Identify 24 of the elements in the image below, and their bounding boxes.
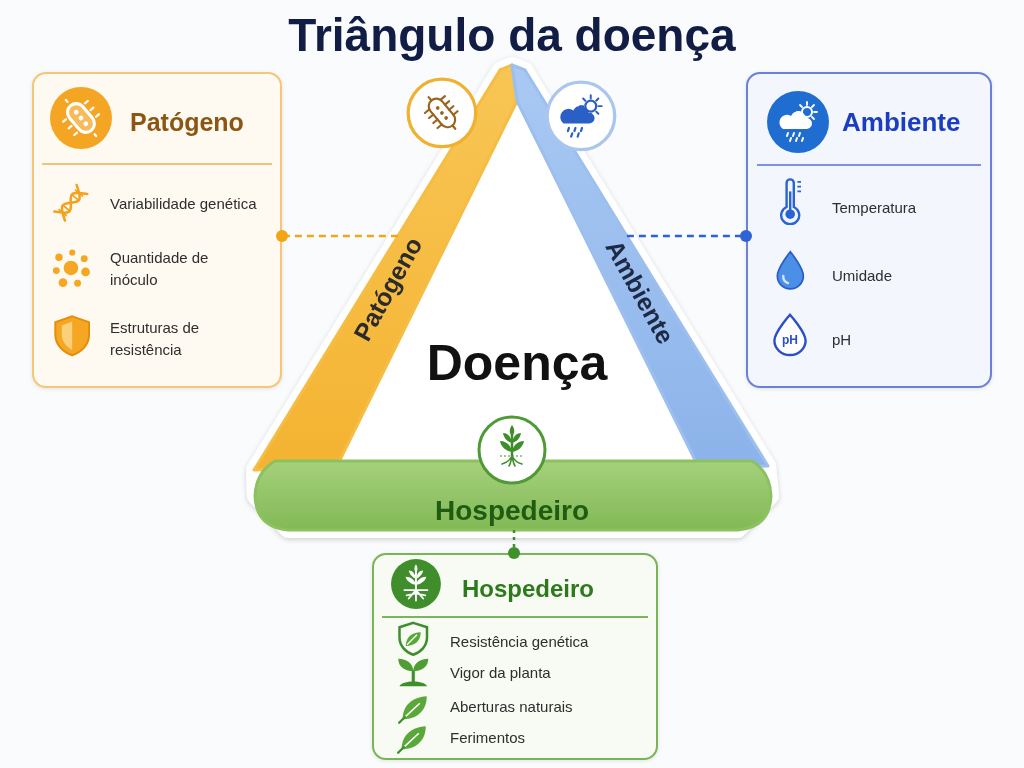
list-item-text: Umidade <box>832 266 893 286</box>
icon-label: pH <box>782 334 798 348</box>
diagram-title: Triângulo da doença <box>288 9 736 61</box>
dashed-connector <box>508 530 520 559</box>
info-card <box>372 553 658 760</box>
card-heading: Ambiente <box>842 106 961 138</box>
info-card <box>746 72 992 388</box>
card-heading: Patógeno <box>130 107 244 138</box>
side-label: Hospedeiro <box>435 494 589 528</box>
info-card <box>32 72 282 388</box>
list-item-text: Ferimentos <box>450 728 526 748</box>
list-item-text: Resistência genética <box>450 632 589 652</box>
list-item-text: Estruturas de resistência <box>110 318 201 360</box>
list-item-text: Vigor da planta <box>450 663 551 683</box>
list-item-text: Variabilidade genética <box>110 194 257 214</box>
card-heading: Hospedeiro <box>462 574 595 604</box>
list-item-text: Temperatura <box>832 198 917 218</box>
list-item-text: Aberturas naturais <box>450 697 573 717</box>
dashed-connector <box>626 230 752 242</box>
triangle-base-band <box>253 459 773 532</box>
list-item-text: pH <box>832 330 852 350</box>
list-item-text: Quantidade de inóculo <box>110 248 210 290</box>
center-label: Doença <box>426 335 608 393</box>
dashed-connector <box>276 230 398 242</box>
